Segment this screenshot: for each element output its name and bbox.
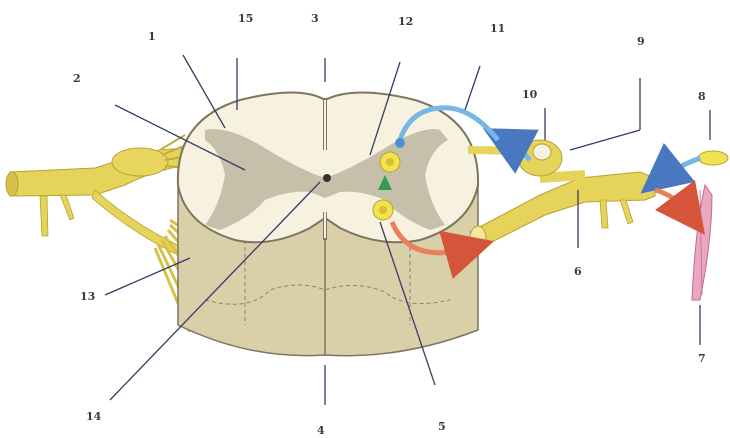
label-7: 7 — [698, 352, 706, 365]
central-canal — [323, 174, 331, 182]
label-15: 15 — [238, 12, 253, 25]
spinal-cord-body — [178, 93, 478, 356]
label-3: 3 — [311, 12, 319, 25]
label-8: 8 — [698, 90, 706, 103]
label-13: 13 — [80, 290, 95, 303]
right-spinal-nerve — [468, 140, 655, 250]
label-6: 6 — [574, 265, 582, 278]
label-1: 1 — [148, 30, 156, 43]
label-14: 14 — [86, 410, 102, 423]
label-9: 9 — [637, 35, 645, 48]
label-10: 10 — [522, 88, 538, 101]
label-2: 2 — [73, 72, 81, 85]
label-11: 11 — [490, 22, 505, 35]
label-4: 4 — [317, 424, 325, 437]
label-12: 12 — [398, 15, 413, 28]
label-5: 5 — [438, 420, 446, 433]
sensory-receptor — [698, 151, 728, 165]
